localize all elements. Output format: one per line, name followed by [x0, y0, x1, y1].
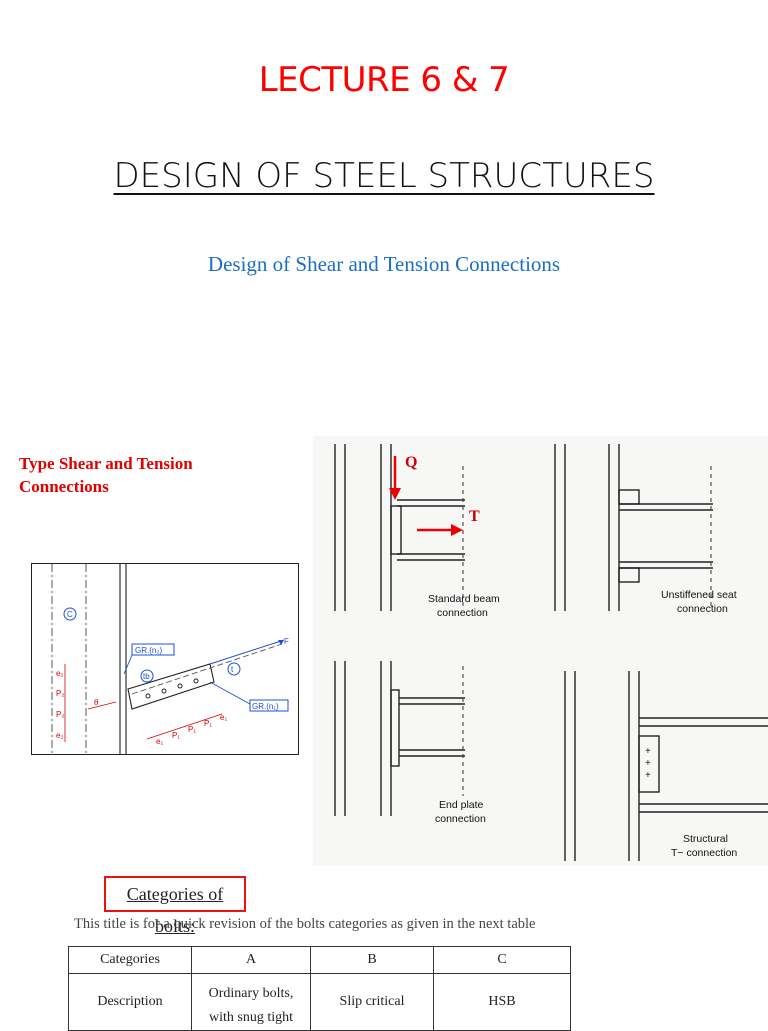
svg-text:+: + — [645, 758, 651, 769]
plate-tb: tb — [143, 672, 150, 681]
slide-subtitle: Design of Shear and Tension Connections — [207, 252, 561, 276]
svg-text:+: + — [645, 746, 651, 757]
column-mark: C — [67, 610, 73, 619]
spacing-e2-bottom: e₂ — [56, 731, 64, 740]
table-header-cell: Categories — [68, 946, 192, 974]
caption-structural-l2: T− connection — [671, 847, 737, 859]
group-lower-label: GR.(n₁) — [252, 702, 279, 711]
bolt-categories-title: Categories of bolts: — [104, 876, 246, 936]
caption-endplate-l2: connection — [435, 813, 486, 825]
section-title-line1: Type Shear and Tension — [19, 454, 193, 473]
lecture-title: LECTURE 6 & 7 — [258, 60, 510, 100]
spacing-p1-1: P₁ — [172, 731, 180, 740]
force-t-label: T — [469, 508, 480, 525]
svg-text:+: + — [645, 770, 651, 781]
angle-theta: θ — [94, 698, 99, 707]
table-header-cell: B — [310, 946, 434, 974]
spacing-e2-top: e₂ — [56, 669, 64, 678]
force-q-label: Q — [405, 454, 417, 471]
force-f: F — [284, 637, 289, 646]
bolt-categories-note: This title is for a quick revision of th… — [74, 916, 536, 932]
connection-types-svg: +++ Q T Standard beam connection Unstiff… — [334, 444, 768, 861]
course-title: DESIGN OF STEEL STRUCTURES — [0, 156, 768, 196]
spacing-e1-1: e₁ — [156, 737, 163, 746]
caption-standard-l2: connection — [437, 607, 488, 619]
table-row: Description Ordinary bolts, with snug ti… — [68, 973, 571, 1031]
course-title-text: DESIGN OF STEEL STRUCTURES — [113, 156, 655, 196]
caption-endplate-l1: End plate — [439, 799, 484, 811]
section-title: Type Shear and Tension Connections — [19, 452, 279, 498]
section-title-line2: Connections — [19, 477, 109, 496]
caption-unstiffened-l1: Unstiffened seat — [661, 589, 737, 601]
spacing-p1-3: P₁ — [204, 719, 212, 728]
table-header-cell: A — [191, 946, 311, 974]
plate-t: t — [231, 665, 234, 674]
spacing-e1-2: e₁ — [220, 713, 227, 722]
bolt-detail-svg: C e₂ P₂ P₂ e₂ θ F GR.(n₂) GR.(n₁) tb t e… — [51, 564, 289, 754]
table-cell: HSB — [433, 973, 571, 1031]
table-header-cell: C — [433, 946, 571, 974]
bolt-detail-drawing: C e₂ P₂ P₂ e₂ θ F GR.(n₂) GR.(n₁) tb t e… — [31, 563, 299, 755]
table-header-row: Categories A B C — [68, 946, 571, 974]
bolt-categories-title-text: Categories of bolts: — [126, 884, 224, 936]
spacing-p1-2: P₁ — [188, 725, 196, 734]
group-upper-label: GR.(n₂) — [135, 646, 162, 655]
table-cell: Ordinary bolts, with snug tight — [191, 973, 311, 1031]
bolt-categories-table: Categories A B C Description Ordinary bo… — [68, 946, 571, 1031]
table-cell-line: with snug tight — [208, 1010, 293, 1025]
spacing-p2-1: P₂ — [56, 689, 64, 698]
caption-structural-l1: Structural — [683, 833, 728, 845]
caption-unstiffened-l2: connection — [677, 603, 728, 615]
caption-standard-l1: Standard beam — [428, 593, 500, 605]
connection-types-figure: +++ Q T Standard beam connection Unstiff… — [313, 436, 768, 866]
table-row-label: Description — [68, 973, 192, 1031]
table-cell-line: Ordinary bolts, — [208, 986, 294, 1001]
table-cell: Slip critical — [310, 973, 434, 1031]
spacing-p2-2: P₂ — [56, 710, 64, 719]
